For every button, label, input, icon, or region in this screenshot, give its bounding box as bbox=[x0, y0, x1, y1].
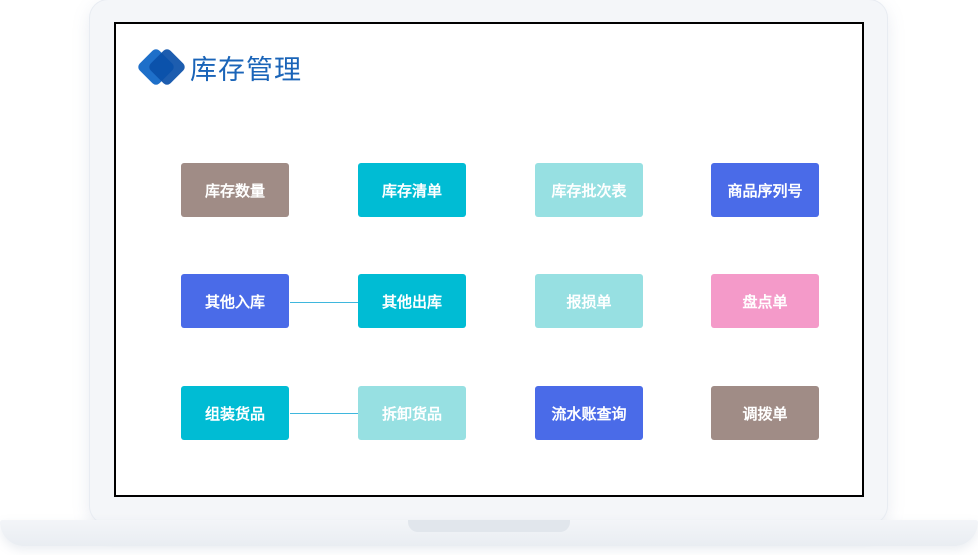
tile-transfer-order[interactable]: 调拨单 bbox=[711, 386, 819, 440]
tile-other-outbound[interactable]: 其他出库 bbox=[358, 274, 466, 328]
tile-other-inbound[interactable]: 其他入库 bbox=[181, 274, 289, 328]
tile-disassemble-goods[interactable]: 拆卸货品 bbox=[358, 386, 466, 440]
tile-ledger-query[interactable]: 流水账查询 bbox=[535, 386, 643, 440]
laptop-screen: 库存管理 库存数量 库存清单 库存批次表 商品序列号 其他入库 其他出库 报损单… bbox=[114, 22, 864, 497]
tile-inventory-batch-table[interactable]: 库存批次表 bbox=[535, 163, 643, 217]
connector-assemble-disassemble bbox=[290, 413, 360, 414]
logo-icon bbox=[136, 46, 187, 88]
tile-inventory-quantity[interactable]: 库存数量 bbox=[181, 163, 289, 217]
tile-stocktake[interactable]: 盘点单 bbox=[711, 274, 819, 328]
connector-inbound-outbound bbox=[290, 302, 360, 303]
tile-inventory-list[interactable]: 库存清单 bbox=[358, 163, 466, 217]
tile-product-serial-number[interactable]: 商品序列号 bbox=[711, 163, 819, 217]
laptop-base-notch bbox=[408, 520, 570, 532]
tile-assemble-goods[interactable]: 组装货品 bbox=[181, 386, 289, 440]
page-header: 库存管理 bbox=[136, 46, 302, 88]
page-title: 库存管理 bbox=[190, 54, 302, 86]
tile-loss-report[interactable]: 报损单 bbox=[535, 274, 643, 328]
